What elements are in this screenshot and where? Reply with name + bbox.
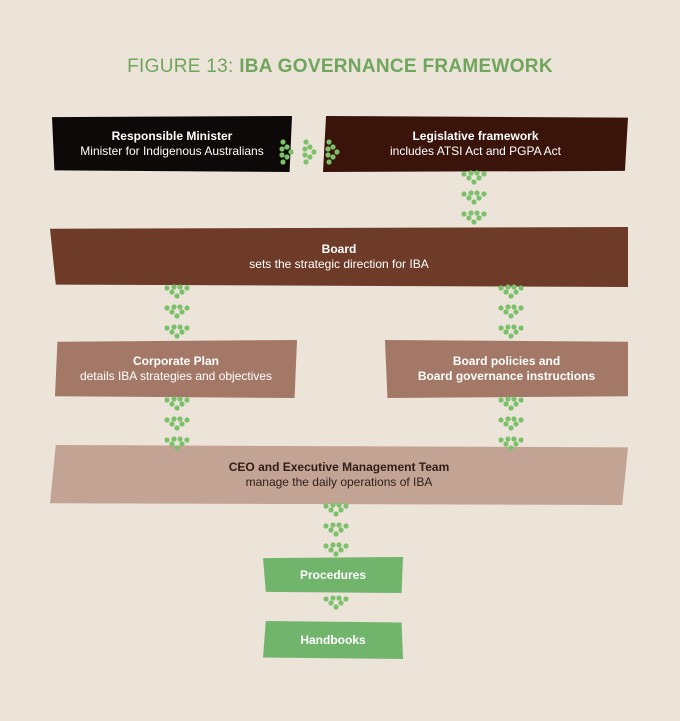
ceo-to-procedures-arrow-icon — [323, 502, 349, 557]
corporate-plan-title: Corporate Plan — [132, 354, 219, 368]
board-policies-box: Board policies and Board governance inst… — [385, 340, 628, 398]
legislative-framework-box: Legislative framework includes ATSI Act … — [323, 116, 628, 172]
ceo-executive-box: CEO and Executive Management Team manage… — [50, 445, 628, 505]
corporate-plan-to-ceo-arrow-icon — [164, 396, 190, 451]
corporate-plan-box: Corporate Plan details IBA strategies an… — [55, 340, 297, 398]
figure-title: FIGURE 13: IBA GOVERNANCE FRAMEWORK — [0, 56, 680, 78]
corporate-plan-subtitle: details IBA strategies and objectives — [79, 369, 273, 383]
figure-label: FIGURE 13: — [127, 56, 240, 77]
handbooks-box: Handbooks — [263, 621, 403, 659]
procedures-box: Procedures — [263, 557, 403, 593]
board-policies-title-line2: Board governance instructions — [417, 369, 596, 383]
board-box: Board sets the strategic direction for I… — [50, 227, 628, 287]
ceo-executive-title: CEO and Executive Management Team — [228, 460, 450, 474]
procedures-title: Procedures — [299, 567, 367, 582]
board-policies-title-line1: Board policies and — [452, 354, 561, 368]
handbooks-title: Handbooks — [300, 632, 366, 647]
legislative-framework-subtitle: includes ATSI Act and PGPA Act — [390, 144, 561, 158]
responsible-minister-box: Responsible Minister Minister for Indige… — [52, 116, 292, 172]
responsible-minister-title: Responsible Minister — [111, 129, 233, 143]
legislative-framework-title: Legislative framework — [412, 129, 539, 143]
procedures-to-handbooks-arrow-icon — [323, 595, 349, 610]
board-to-corporate-plan-arrow-icon — [164, 284, 190, 339]
board-subtitle: sets the strategic direction for IBA — [249, 257, 429, 271]
board-title: Board — [321, 242, 357, 256]
figure-heading: IBA GOVERNANCE FRAMEWORK — [239, 56, 553, 77]
board-policies-to-ceo-arrow-icon — [498, 396, 524, 451]
board-to-board-policies-arrow-icon — [498, 284, 524, 339]
minister-to-legislative-arrow-icon — [279, 139, 340, 165]
ceo-executive-subtitle: manage the daily operations of IBA — [245, 475, 433, 489]
responsible-minister-subtitle: Minister for Indigenous Australians — [80, 144, 264, 158]
legislative-to-board-arrow-icon — [461, 170, 487, 225]
